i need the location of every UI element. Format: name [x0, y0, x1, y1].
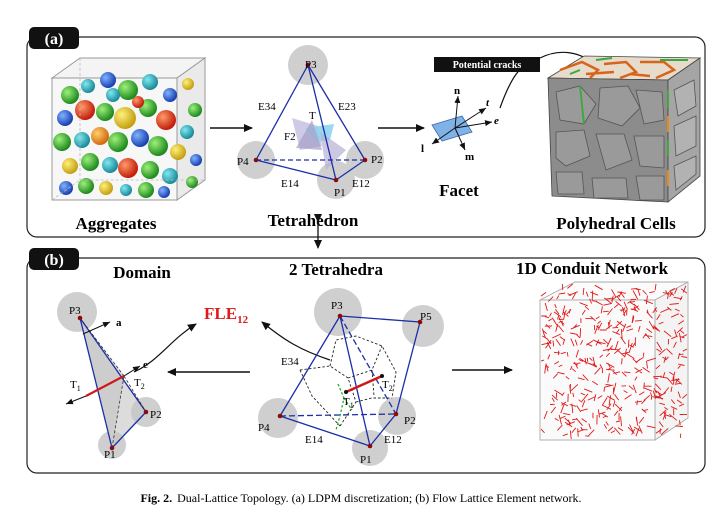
domain-label: Domain — [113, 263, 171, 282]
tet-a-t: T — [309, 110, 316, 122]
tet-a-p2: P2 — [371, 154, 383, 166]
domain-a: a — [116, 317, 122, 329]
two-tet-e34: E34 — [281, 356, 299, 368]
conduit-segments — [540, 283, 688, 440]
domain-diagram — [57, 292, 161, 459]
polyhedral-cells-label: Polyhedral Cells — [556, 214, 676, 233]
tetrahedron-a — [237, 45, 384, 199]
network-label: 1D Conduit Network — [516, 259, 669, 278]
conduit-network-cube — [539, 281, 689, 441]
facet-diagram — [431, 95, 493, 151]
two-tet-p5: P5 — [420, 311, 432, 323]
panel-b-tag-box — [29, 248, 79, 270]
panel-a-frame — [26, 36, 706, 238]
facet-n: n — [454, 85, 460, 97]
cracks-label: Potential cracks — [453, 60, 522, 71]
tet-a-e34: E34 — [258, 101, 276, 113]
panel-a-tag-box — [29, 27, 79, 49]
fle-label: FLE12 — [204, 304, 249, 326]
two-tetrahedra-diagram — [258, 288, 444, 466]
facet-t: t — [486, 97, 490, 109]
panel-b-tag: (b) — [44, 252, 64, 269]
facet-label: Facet — [439, 181, 479, 200]
two-tet-p3: P3 — [331, 300, 343, 312]
tet-a-p1: P1 — [334, 187, 346, 199]
two-tet-e14: E14 — [305, 434, 323, 446]
conduit-network-lines — [540, 283, 688, 440]
tetrahedron-label: Tetrahedron — [268, 211, 359, 230]
aggregates-label: Aggregates — [76, 214, 157, 233]
tet-a-e14: E14 — [281, 178, 299, 190]
facet-l: l — [421, 143, 424, 155]
two-tet-label: 2 Tetrahedra — [289, 260, 383, 279]
figure-caption: Fig. 2.Dual-Lattice Topology. (a) LDPM d… — [140, 491, 581, 505]
tet-a-p3: P3 — [305, 59, 317, 71]
polyhedral-cells — [546, 55, 702, 203]
two-tet-t2: T2 — [382, 379, 393, 393]
two-tet-p2: P2 — [404, 415, 416, 427]
two-tet-p4: P4 — [258, 422, 270, 434]
two-tet-e12: E12 — [384, 434, 402, 446]
tet-a-f2: F2 — [284, 131, 296, 143]
cracks-label-box — [434, 57, 540, 72]
cracks-curve-a — [499, 57, 541, 109]
tet-a-e12: E12 — [352, 178, 370, 190]
two-tet-t1: T1 — [343, 396, 354, 410]
domain-t1: T1 — [70, 379, 81, 393]
domain-p1: P1 — [104, 449, 116, 461]
panel-a-tag: (a) — [45, 31, 64, 48]
domain-p2: P2 — [150, 409, 162, 421]
arrow-domain-to-fle — [133, 323, 197, 373]
arrow-tet-to-fle — [261, 321, 331, 361]
tet-a-e23: E23 — [338, 101, 356, 113]
facet-m: m — [465, 151, 474, 163]
facet-e: e — [494, 115, 499, 127]
tet-a-p4: P4 — [237, 156, 249, 168]
two-tet-p1: P1 — [360, 454, 372, 466]
domain-t2: T2 — [134, 377, 145, 391]
domain-p3: P3 — [69, 305, 81, 317]
aggregates-cube — [50, 57, 207, 201]
panel-b-frame — [26, 257, 706, 474]
